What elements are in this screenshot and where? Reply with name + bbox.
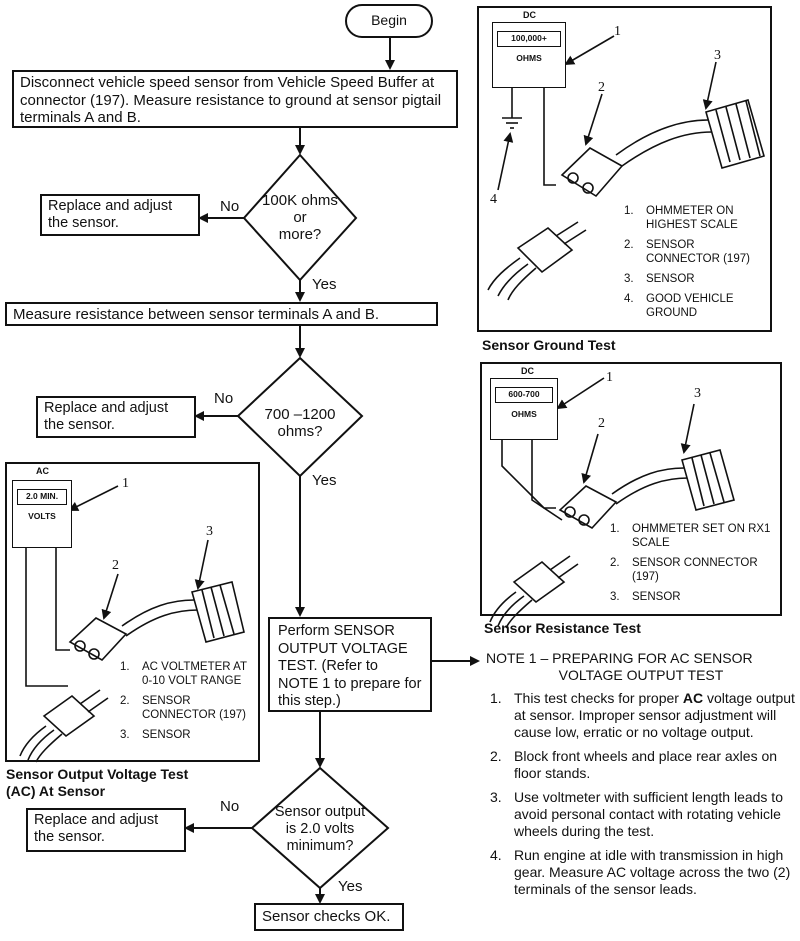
final-sensor-ok: Sensor checks OK. — [254, 903, 404, 931]
resistance-test-unit: OHMS — [511, 409, 537, 419]
voltage-test-voltmeter: 2.0 MIN. VOLTS — [12, 480, 72, 548]
resistance-test-ohmmeter: 600-700 OHMS — [490, 378, 558, 440]
ground-callout-1: 1 — [614, 24, 621, 39]
voltage-test-illustration — [19, 485, 245, 763]
note-title-line-2: VOLTAGE OUTPUT TEST — [558, 667, 724, 683]
voltage-legend-item: 3.SENSOR — [120, 729, 191, 741]
step-perform-voltage-test: Perform SENSOR OUTPUT VOLTAGE TEST. (Ref… — [268, 617, 432, 712]
decision-diamond-3 — [250, 766, 390, 890]
decision-3-line-2: is 2.0 volts — [285, 821, 355, 837]
begin-label: Begin — [371, 12, 407, 28]
ground-callout-4: 4 — [490, 192, 497, 207]
ground-test-display: 100,000+ — [497, 31, 561, 47]
voltage-test-legend: 1.AC VOLTMETER AT 0-10 VOLT RANGE 2.SENS… — [120, 660, 258, 748]
resistance-test-mode: DC — [521, 366, 534, 376]
decision-1-line-2: or — [293, 209, 307, 226]
decision-2-line-1: 700 –1200 — [264, 406, 336, 423]
ground-test-sensor — [705, 99, 765, 169]
resistance-test-caption: Sensor Resistance Test — [484, 620, 641, 636]
begin-terminator — [345, 4, 433, 38]
ground-test-illustration — [487, 35, 765, 301]
resistance-test-legend: 1.OHMMETER SET ON RX1 SCALE 2.SENSOR CON… — [610, 522, 778, 610]
decision-1-no-label: No — [220, 198, 240, 215]
ground-legend-item: 1.OHMMETER ON HIGHEST SCALE — [624, 205, 738, 231]
voltage-test-sensor — [191, 581, 245, 643]
voltage-test-unit: VOLTS — [28, 511, 56, 521]
resistance-test-sensor — [681, 449, 735, 511]
decision-2-no-label: No — [214, 390, 234, 407]
resistance-legend-item: 2.SENSOR CONNECTOR (197) — [610, 557, 758, 583]
ground-legend-item: 3.SENSOR — [624, 273, 695, 285]
note-item: 3. Use voltmeter with sufficient length … — [490, 789, 783, 839]
resistance-test-frame — [480, 362, 782, 616]
ground-callout-2: 2 — [598, 80, 605, 95]
resistance-test-display: 600-700 — [495, 387, 553, 403]
decision-3-line-1: Sensor output — [274, 804, 366, 820]
decision-1-line-3: more? — [278, 226, 322, 243]
ground-test-ohmmeter: 100,000+ OHMS — [492, 22, 566, 88]
decision-1-yes-label: Yes — [312, 276, 337, 293]
resistance-legend-item: 3.SENSOR — [610, 591, 681, 603]
ground-test-unit: OHMS — [516, 53, 542, 63]
voltage-caption-line-2: (AC) At Sensor — [6, 783, 106, 799]
decision-1-text: 100K ohms or more? — [250, 192, 350, 243]
decision-2-text: 700 –1200 ohms? — [250, 406, 350, 440]
voltage-test-caption: Sensor Output Voltage Test (AC) At Senso… — [6, 766, 188, 800]
ground-legend-item: 2.SENSOR CONNECTOR (197) — [624, 239, 750, 265]
decision-2-line-2: ohms? — [277, 423, 323, 440]
ground-callout-3: 3 — [714, 48, 721, 63]
voltage-legend-item: 2.SENSOR CONNECTOR (197) — [120, 695, 246, 721]
replace-sensor-box-1: Replace and adjust the sensor. — [40, 194, 200, 236]
ground-test-legend: 1.OHMMETER ON HIGHEST SCALE 2.SENSOR CON… — [624, 204, 770, 326]
voltage-legend-item: 1.AC VOLTMETER AT 0-10 VOLT RANGE — [120, 661, 247, 687]
decision-3-no-label: No — [220, 798, 240, 815]
note-item: 4. Run engine at idle with transmission … — [490, 847, 791, 897]
decision-3-yes-label: Yes — [338, 878, 363, 895]
note-item: 2. Block front wheels and place rear axl… — [490, 748, 778, 781]
note-title: NOTE 1 – PREPARING FOR AC SENSOR VOLTAGE… — [486, 650, 796, 684]
voltage-callout-1: 1 — [122, 476, 129, 491]
resistance-test-illustration — [489, 377, 735, 629]
decision-diamond-2 — [236, 356, 364, 478]
decision-3-text: Sensor output is 2.0 volts minimum? — [266, 804, 374, 855]
voltage-test-display: 2.0 MIN. — [17, 489, 67, 505]
voltage-caption-line-1: Sensor Output Voltage Test — [6, 766, 189, 782]
resistance-legend-item: 1.OHMMETER SET ON RX1 SCALE — [610, 523, 771, 549]
ground-test-frame — [477, 6, 772, 332]
voltage-test-frame — [5, 462, 260, 762]
ground-legend-item: 4.GOOD VEHICLE GROUND — [624, 293, 734, 319]
decision-1-line-1: 100K ohms — [262, 192, 338, 209]
resistance-callout-3: 3 — [694, 386, 701, 401]
replace-sensor-box-3: Replace and adjust the sensor. — [26, 808, 186, 852]
resistance-callout-2: 2 — [598, 416, 605, 431]
replace-sensor-box-2: Replace and adjust the sensor. — [36, 396, 196, 438]
decision-3-line-3: minimum? — [286, 838, 354, 854]
voltage-test-mode: AC — [36, 466, 49, 476]
note-item: 1. This test checks for proper AC voltag… — [490, 690, 795, 740]
step-measure-resistance: Measure resistance between sensor termin… — [5, 302, 438, 326]
voltage-callout-3: 3 — [206, 524, 213, 539]
note-title-line-1: NOTE 1 – PREPARING FOR AC SENSOR — [486, 650, 753, 666]
ground-test-caption: Sensor Ground Test — [482, 337, 616, 353]
resistance-callout-1: 1 — [606, 370, 613, 385]
ground-test-mode: DC — [523, 10, 536, 20]
note-list: 1. This test checks for proper AC voltag… — [490, 690, 796, 905]
voltage-callout-2: 2 — [112, 558, 119, 573]
decision-diamond-1 — [242, 153, 358, 282]
step-disconnect-sensor: Disconnect vehicle speed sensor from Veh… — [12, 70, 458, 128]
decision-2-yes-label: Yes — [312, 472, 337, 489]
